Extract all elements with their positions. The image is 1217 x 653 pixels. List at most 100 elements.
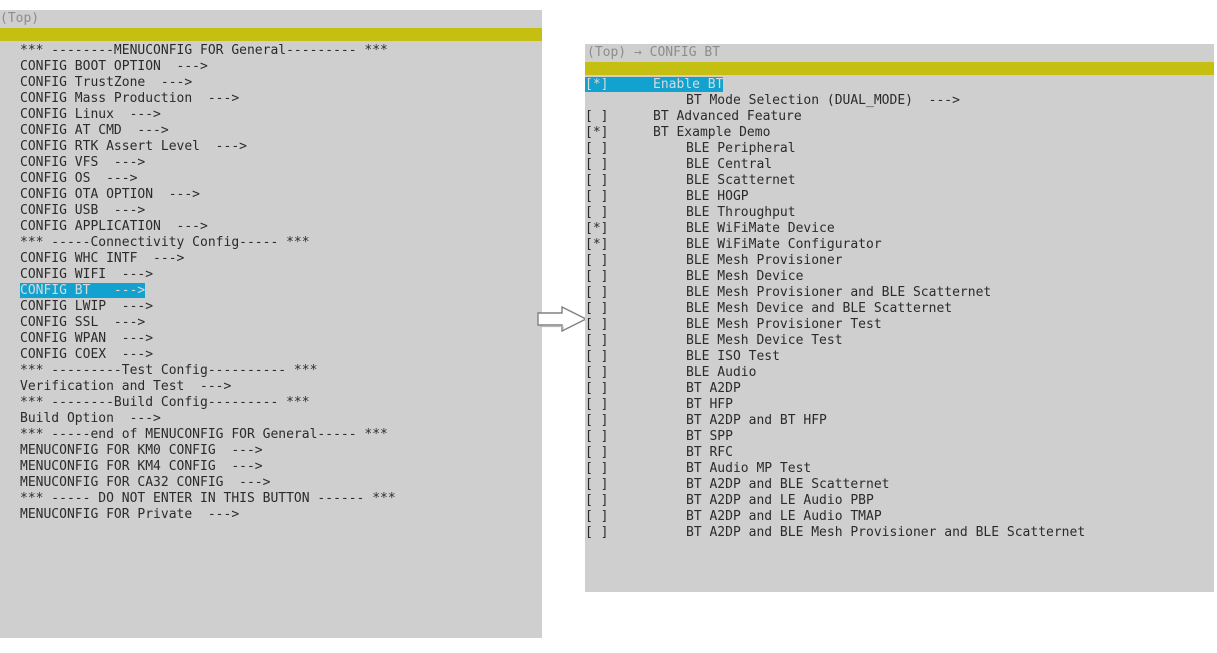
config-item[interactable]: [ ]BT Advanced Feature [585,109,1214,125]
config-item[interactable]: [ ]BT A2DP and BT HFP [585,413,1214,429]
config-item[interactable]: [ ]BLE Mesh Provisioner [585,253,1214,269]
checkbox-unchecked-icon[interactable]: [ ] [585,189,609,204]
menu-item[interactable]: *** --------MENUCONFIG FOR General------… [20,43,542,59]
checkbox-unchecked-icon[interactable]: [ ] [585,173,609,188]
menu-item[interactable]: CONFIG WPAN ---> [20,331,542,347]
checkbox-checked-icon[interactable]: [*] [585,77,609,92]
checkbox-unchecked-icon[interactable]: [ ] [585,285,609,300]
checkbox-unchecked-icon[interactable]: [ ] [585,493,609,508]
menu-item[interactable]: CONFIG LWIP ---> [20,299,542,315]
config-item-label: BLE Mesh Provisioner Test [686,317,882,332]
menu-item[interactable]: CONFIG COEX ---> [20,347,542,363]
config-item[interactable]: [ ]BT Audio MP Test [585,461,1214,477]
config-item[interactable]: [*]BLE WiFiMate Device [585,221,1214,237]
checkbox-unchecked-icon[interactable]: [ ] [585,381,609,396]
menu-item[interactable]: CONFIG RTK Assert Level ---> [20,139,542,155]
config-item[interactable]: [ ]BLE Peripheral [585,141,1214,157]
checkbox-unchecked-icon[interactable]: [ ] [585,445,609,460]
menu-item[interactable]: *** -----Connectivity Config----- *** [20,235,542,251]
checkbox-unchecked-icon[interactable]: [ ] [585,509,609,524]
config-item[interactable]: [ ] BLE ISO Test [585,349,1214,365]
right-accent-bar [585,62,1214,75]
checkbox-unchecked-icon[interactable]: [ ] [585,317,609,332]
config-item[interactable]: [*]BLE WiFiMate Configurator [585,237,1214,253]
menu-item[interactable]: CONFIG APPLICATION ---> [20,219,542,235]
menu-item[interactable]: Verification and Test ---> [20,379,542,395]
checkbox-unchecked-icon[interactable]: [ ] [585,333,609,348]
menu-item-selected[interactable]: CONFIG BT ---> [20,283,542,299]
checkbox-unchecked-icon[interactable]: [ ] [585,157,609,172]
checkbox-unchecked-icon[interactable]: [ ] [585,301,609,316]
config-item[interactable]: [ ]BT SPP [585,429,1214,445]
menu-item[interactable]: *** ---------Test Config---------- *** [20,363,542,379]
checkbox-unchecked-icon[interactable]: [ ] [585,477,609,492]
config-item[interactable]: [ ]BT A2DP and BLE Mesh Provisioner and … [585,525,1214,541]
menu-item[interactable]: MENUCONFIG FOR CA32 CONFIG ---> [20,475,542,491]
config-item[interactable]: [ ]BT A2DP and BLE Scatternet [585,477,1214,493]
config-item[interactable]: [ ]BLE Mesh Device Test [585,333,1214,349]
config-item[interactable]: [ ]BT A2DP [585,381,1214,397]
left-menu-list[interactable]: *** --------MENUCONFIG FOR General------… [0,41,542,523]
config-item[interactable]: [ ]BLE Scatternet [585,173,1214,189]
config-item[interactable]: [ ]BT RFC [585,445,1214,461]
checkbox-unchecked-icon[interactable]: [ ] [585,253,609,268]
checkbox-unchecked-icon[interactable]: [ ] [585,525,609,540]
menu-item[interactable]: MENUCONFIG FOR KM0 CONFIG ---> [20,443,542,459]
checkbox-unchecked-icon[interactable]: [ ] [585,413,609,428]
checkbox-unchecked-icon[interactable]: [ ] [585,109,609,124]
checkbox-unchecked-icon[interactable]: [ ] [585,141,609,156]
config-item[interactable]: [ ]BLE Central [585,157,1214,173]
checkbox-unchecked-icon[interactable]: [ ] [585,365,609,380]
config-item[interactable]: [ ]BLE Mesh Provisioner and BLE Scattern… [585,285,1214,301]
config-item-content: [ ]BT SPP [585,429,733,444]
config-item-content: [ ]BLE Mesh Provisioner [585,253,843,268]
checkbox-unchecked-icon[interactable]: [ ] [585,397,609,412]
checkbox-unchecked-icon[interactable]: [ ] [585,205,609,220]
config-item[interactable]: [ ]BLE Throughput [585,205,1214,221]
config-item[interactable]: [ ]BT A2DP and LE Audio PBP [585,493,1214,509]
menu-item[interactable]: MENUCONFIG FOR KM4 CONFIG ---> [20,459,542,475]
menu-item[interactable]: CONFIG Mass Production ---> [20,91,542,107]
config-item[interactable]: BT Mode Selection (DUAL_MODE) ---> [585,93,1214,109]
config-item[interactable]: [ ] BLE Mesh Provisioner Test [585,317,1214,333]
menu-item[interactable]: CONFIG OS ---> [20,171,542,187]
config-item-selected[interactable]: [*]Enable BT [585,77,1214,93]
menu-item[interactable]: CONFIG Linux ---> [20,107,542,123]
menu-item[interactable]: CONFIG SSL ---> [20,315,542,331]
menu-item[interactable]: CONFIG USB ---> [20,203,542,219]
config-item-content: [ ]BT A2DP and BLE Mesh Provisioner and … [585,525,1085,540]
menu-item[interactable]: Build Option ---> [20,411,542,427]
checkbox-unchecked-icon[interactable]: [ ] [585,461,609,476]
config-item-content: BT Mode Selection (DUAL_MODE) ---> [585,93,960,108]
menu-item[interactable]: CONFIG TrustZone ---> [20,75,542,91]
menu-item[interactable]: *** -----end of MENUCONFIG FOR General--… [20,427,542,443]
checkbox-unchecked-icon[interactable]: [ ] [585,269,609,284]
checkbox-unchecked-icon[interactable]: [ ] [585,429,609,444]
menu-item[interactable]: *** ----- DO NOT ENTER IN THIS BUTTON --… [20,491,542,507]
menu-item[interactable]: *** --------Build Config--------- *** [20,395,542,411]
checkbox-unchecked-icon[interactable]: [ ] [585,349,609,364]
menu-item[interactable]: CONFIG VFS ---> [20,155,542,171]
config-item-content: [ ] BLE ISO Test [585,349,780,364]
config-item[interactable]: [ ]BLE Mesh Device and BLE Scatternet [585,301,1214,317]
menu-item[interactable]: CONFIG BOOT OPTION ---> [20,59,542,75]
menu-item[interactable]: CONFIG WHC INTF ---> [20,251,542,267]
config-item[interactable]: [ ]BLE Mesh Device [585,269,1214,285]
config-item-label: BLE ISO Test [686,349,780,364]
menu-item[interactable]: CONFIG WIFI ---> [20,267,542,283]
menu-item[interactable]: CONFIG OTA OPTION ---> [20,187,542,203]
checkbox-checked-icon[interactable]: [*] [585,237,609,252]
config-item[interactable]: [ ]BT HFP [585,397,1214,413]
config-item[interactable]: [ ]BLE Audio [585,365,1214,381]
menu-item[interactable]: CONFIG AT CMD ---> [20,123,542,139]
config-item[interactable]: [ ]BLE HOGP [585,189,1214,205]
config-item[interactable]: [ ]BT A2DP and LE Audio TMAP [585,509,1214,525]
config-item[interactable]: [*] BT Example Demo [585,125,1214,141]
config-item-label: BT Example Demo [653,125,771,140]
checkbox-checked-icon[interactable]: [*] [585,221,609,236]
config-item-content: [ ]BLE Mesh Device and BLE Scatternet [585,301,952,316]
menu-item-label: MENUCONFIG FOR KM0 CONFIG ---> [20,443,263,458]
menu-item[interactable]: MENUCONFIG FOR Private ---> [20,507,542,523]
checkbox-checked-icon[interactable]: [*] [585,125,609,140]
